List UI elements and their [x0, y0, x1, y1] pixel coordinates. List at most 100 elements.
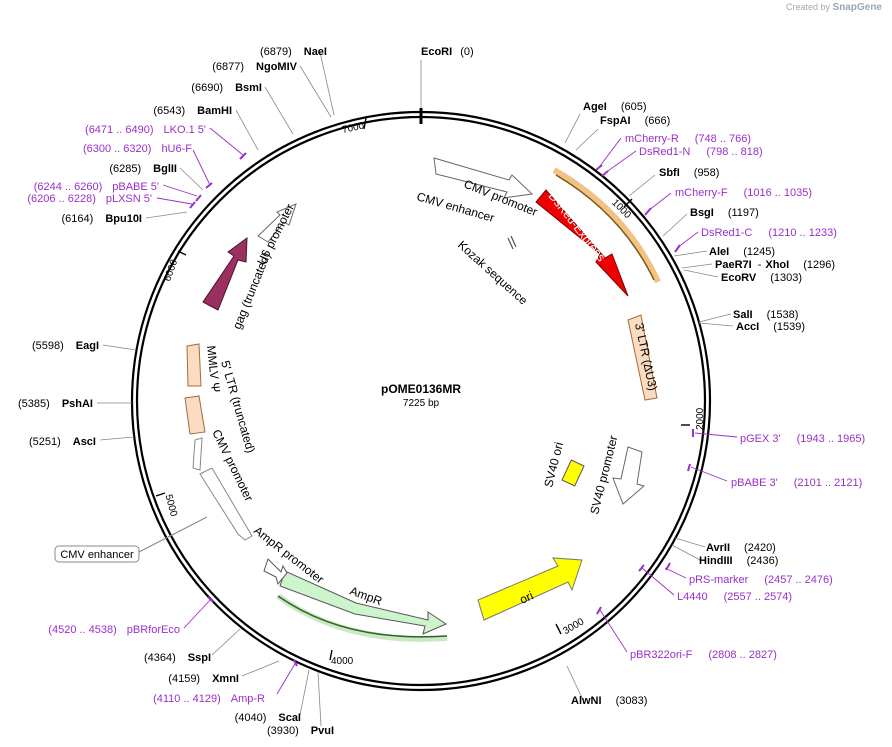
enzyme-name-xhoi: XhoI — [765, 259, 789, 271]
cmv-enhancer-bottom-box — [54, 545, 140, 563]
enzyme-name: AgeI — [583, 101, 607, 113]
dsred-express-highlight — [552, 167, 661, 284]
enzyme-name: BsgI — [690, 207, 714, 219]
primer-range: (1943 .. 1965) — [797, 433, 866, 445]
primer-range: (1210 .. 1233) — [768, 227, 837, 239]
enzyme-name: AccI — [736, 321, 759, 333]
leader-alei — [673, 250, 708, 257]
leader-paer7i — [681, 263, 713, 269]
5-ltr-box — [184, 395, 206, 435]
cmv-promoter-left-arrow-2 — [192, 437, 203, 471]
enzyme-name: XmnI — [212, 673, 239, 685]
primer-range: (6471 .. 6490) — [85, 124, 154, 136]
watermark-brand: SnapGene — [832, 2, 882, 13]
leader-mcherry-r — [599, 137, 622, 167]
mmlv-psi-box — [186, 343, 202, 387]
primer-tick-plxsn5 — [189, 201, 196, 209]
leader-avrii — [674, 537, 706, 548]
leader-pvui — [317, 671, 322, 727]
primer-tick-pbabe3 — [687, 463, 691, 472]
leader-ngomiv — [299, 65, 332, 118]
primer-tick-dsred1-n — [601, 170, 609, 177]
enzyme-position: (1539) — [773, 321, 805, 333]
u6-promoter-arrow — [257, 203, 297, 243]
leader-pbabe3 — [690, 466, 728, 482]
enzyme-position: (2436) — [747, 555, 779, 567]
primer-name: pRS-marker — [689, 574, 749, 586]
leader-plxsn5 — [156, 197, 193, 205]
primer-name: pGEX 3' — [740, 433, 781, 445]
leader-pbr322ori-f — [599, 609, 628, 653]
primer-dsred1-c: DsRed1-C (1210 .. 1233) — [701, 227, 837, 239]
primer-pbabe3: pBABE 3'(2101 .. 2121) — [731, 477, 862, 489]
enzyme-pvui: (3930)PvuI — [267, 725, 334, 737]
enzyme-name: PaeR7I — [715, 259, 752, 271]
enzyme-name: AscI — [73, 436, 96, 448]
primer-range: (6244 .. 6260) — [34, 181, 103, 193]
enzyme-fspai: FspAI(666) — [600, 115, 670, 127]
enzyme-paer7i: PaeR7I-XhoI(1296) — [715, 259, 835, 271]
primer-name: Amp-R — [231, 693, 265, 705]
enzyme-bpu10i: (6164) Bpu10I — [62, 213, 142, 225]
enzyme-name: SbfI — [659, 167, 680, 179]
enzyme-position: (1245) — [743, 246, 775, 258]
enzyme-position: (6877) — [212, 61, 244, 73]
primer-mcherry-f: mCherry-F(1016 .. 1035) — [675, 187, 812, 199]
leader-bpu10i — [145, 211, 188, 219]
tick-4000 — [329, 649, 333, 661]
primer-pbrforeco: (4520 .. 4538)pBRforEco — [48, 624, 180, 636]
dsred-express-arrow — [535, 189, 629, 297]
enzyme-position: (4159) — [168, 673, 200, 685]
primer-plxsn5: (6206 .. 6228)pLXSN 5' — [27, 193, 152, 205]
enzyme-pshai: (5385)PshAI — [18, 398, 93, 410]
enzyme-position: (6164) — [62, 213, 94, 225]
plasmid-name: pOME0136MR — [381, 382, 461, 396]
dsred-express-arrow-shadow — [555, 174, 655, 281]
leader-mcherry-f — [647, 192, 672, 212]
snapgene-watermark: Created by SnapGene — [786, 2, 882, 13]
3-ltr-box — [627, 314, 658, 401]
enzyme-position: (6879) — [260, 46, 292, 58]
primer-tick-amp-r — [293, 659, 298, 667]
gag-truncated-arrow — [202, 236, 248, 311]
enzyme-name: EcoRV — [721, 272, 757, 284]
primer-tick-mcherry-f — [644, 207, 652, 216]
enzyme-leaders — [97, 51, 734, 727]
enzyme-name: PvuI — [311, 725, 334, 737]
enzyme-name: AlwNI — [571, 695, 602, 707]
enzyme-position: (1303) — [770, 272, 802, 284]
enzyme-position: (1296) — [803, 259, 835, 271]
primer-tick-pbabe5 — [195, 194, 202, 202]
primer-pbr322ori-f: pBR322ori-F(2808 .. 2827) — [630, 649, 777, 661]
primer-mcherry-r: mCherry-R(748 .. 766) — [625, 133, 751, 145]
ampr-highlight — [276, 593, 448, 642]
primer-pgex3: pGEX 3' (1943 .. 1965) — [740, 433, 865, 445]
enzyme-name: Bpu10I — [105, 213, 142, 225]
cmv-enhancer-bottom-leader — [138, 516, 208, 553]
leader-dsred1-n — [604, 150, 637, 174]
tick-label-7000: 7000 — [341, 120, 365, 135]
ampr-arrow — [279, 570, 448, 635]
leader-pbrforeco — [183, 598, 212, 629]
primer-name: DsRed1-C — [701, 227, 752, 239]
enzyme-name: BamHI — [197, 105, 232, 117]
enzyme-name: BsmI — [235, 82, 262, 94]
primer-hu6-f: (6300 .. 6320)hU6-F — [83, 143, 192, 155]
enzyme-position: (6543) — [153, 105, 185, 117]
cmv-promoter-top-arrow — [433, 157, 534, 199]
primer-pbabe5: (6244 .. 6260)pBABE 5' — [34, 181, 159, 193]
primer-name: pLXSN 5' — [106, 193, 152, 205]
primer-range: (4110 .. 4129) — [153, 693, 221, 705]
primer-name: DsRed1-N — [639, 146, 690, 158]
primer-range: (748 .. 766) — [695, 133, 751, 145]
enzyme-name: AleI — [709, 246, 729, 258]
tick-label-6000: 6000 — [162, 258, 180, 283]
enzyme-position: (6690) — [191, 82, 223, 94]
enzyme-bamhi: (6543) BamHI — [153, 105, 232, 117]
primer-lko15: (6471 .. 6490)LKO.1 5' — [85, 124, 206, 136]
cmv-enhancer-bottom: CMV enhancer — [54, 516, 208, 563]
leader-alwni — [566, 665, 584, 701]
primer-range: (2101 .. 2121) — [794, 477, 863, 489]
primer-name: pBR322ori-F — [630, 649, 693, 661]
enzyme-avrii: AvrII(2420) — [706, 542, 776, 554]
